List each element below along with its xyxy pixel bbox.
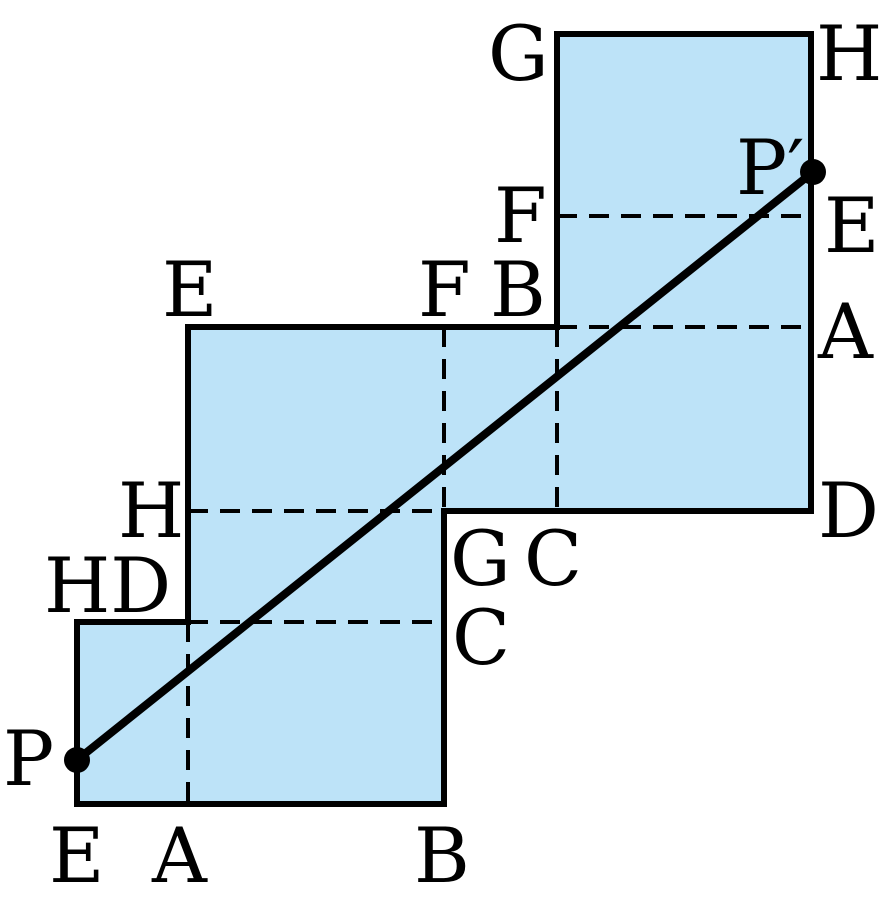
label-top-e: E xyxy=(162,245,217,334)
label-bottom-left-e: E xyxy=(49,811,104,900)
label-left-hd: HD xyxy=(44,541,171,630)
point-p xyxy=(64,747,90,773)
label-top-h: H xyxy=(816,9,882,98)
label-right-d: D xyxy=(818,466,879,555)
point-p-prime xyxy=(800,159,826,185)
vertex-labels: E A B P HD H C G C E F B D A E P′ G H F xyxy=(3,9,882,900)
label-top-b: B xyxy=(490,245,546,334)
label-right-e: E xyxy=(824,181,879,270)
label-left-p: P xyxy=(3,714,54,803)
label-mid-c2: C xyxy=(524,514,582,603)
label-top-f: F xyxy=(418,245,471,334)
fold-lines xyxy=(186,214,811,804)
label-right-a: A xyxy=(817,287,874,376)
label-top-g: G xyxy=(488,9,549,98)
path-p-to-p-prime xyxy=(73,168,817,764)
label-right-p-prime: P′ xyxy=(736,123,804,212)
label-left-h: H xyxy=(118,466,184,555)
label-mid-c: C xyxy=(452,593,510,682)
label-mid-g: G xyxy=(450,514,511,603)
label-bottom-a: A xyxy=(151,811,208,900)
label-bottom-b: B xyxy=(414,811,470,900)
label-upper-f: F xyxy=(494,171,547,260)
